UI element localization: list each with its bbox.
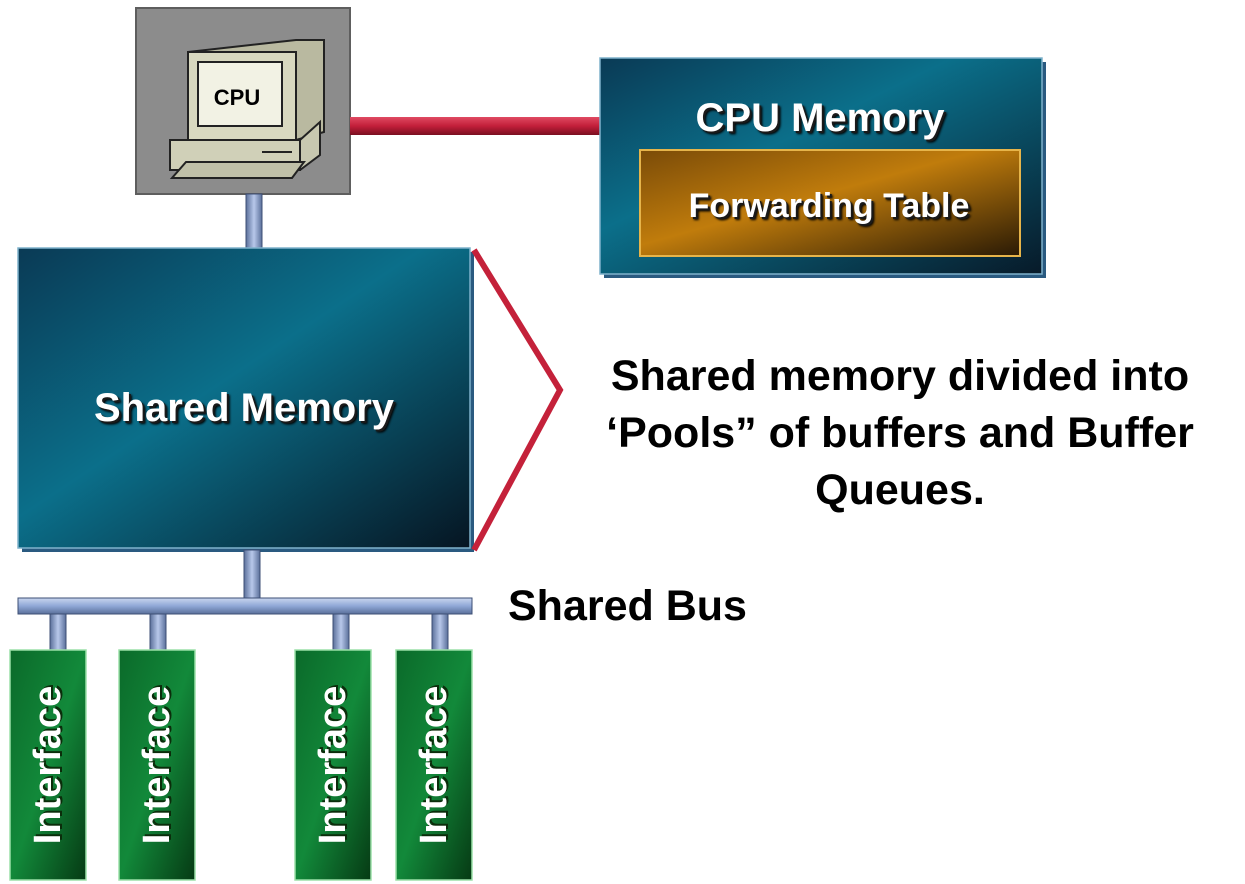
shared-bus-line (17, 597, 473, 615)
interface-label: Interface (312, 685, 354, 845)
cpu-shared-memory-link (245, 193, 263, 251)
cpu-memory-box (599, 57, 1046, 278)
forwarding-table-box (639, 149, 1021, 257)
shared-memory-label: Shared Memory (93, 385, 395, 430)
shared-memory-box (17, 247, 474, 552)
interface-box-2 (118, 649, 196, 881)
interface-label: Interface (413, 685, 455, 845)
interface-box-4 (395, 649, 473, 881)
computer-icon (169, 39, 325, 179)
annotation-text: Shared memory divided into ‘Pools” of bu… (560, 348, 1240, 519)
interface-4: Interface (396, 650, 472, 880)
forwarding-table-label: Forwarding Table (688, 186, 970, 225)
cpu-label: CPU (213, 85, 261, 110)
annotation-line-3: Queues. (815, 466, 985, 514)
interface-drop-4 (431, 613, 449, 653)
interface-3: Interface (295, 650, 371, 880)
interface-label: Interface (27, 685, 69, 845)
shared-memory-bus-link (243, 549, 261, 601)
annotation-bracket (471, 248, 564, 552)
cpu-memory-title: CPU Memory (695, 95, 945, 140)
interface-box-3 (294, 649, 372, 881)
interface-drop-2 (149, 613, 167, 653)
interface-2: Interface (119, 650, 195, 880)
interface-label: Interface (136, 685, 178, 845)
interface-drop-3 (332, 613, 350, 653)
annotation-line-2: ‘Pools” of buffers and Buffer (606, 409, 1194, 457)
cpu-node (135, 7, 351, 195)
cpu-memory-link (350, 117, 602, 135)
interface-1: Interface (10, 650, 86, 880)
interface-box-1 (9, 649, 87, 881)
annotation-line-1: Shared memory divided into (610, 352, 1190, 400)
shared-bus-label: Shared Bus (508, 582, 747, 630)
interface-drop-1 (49, 613, 67, 653)
